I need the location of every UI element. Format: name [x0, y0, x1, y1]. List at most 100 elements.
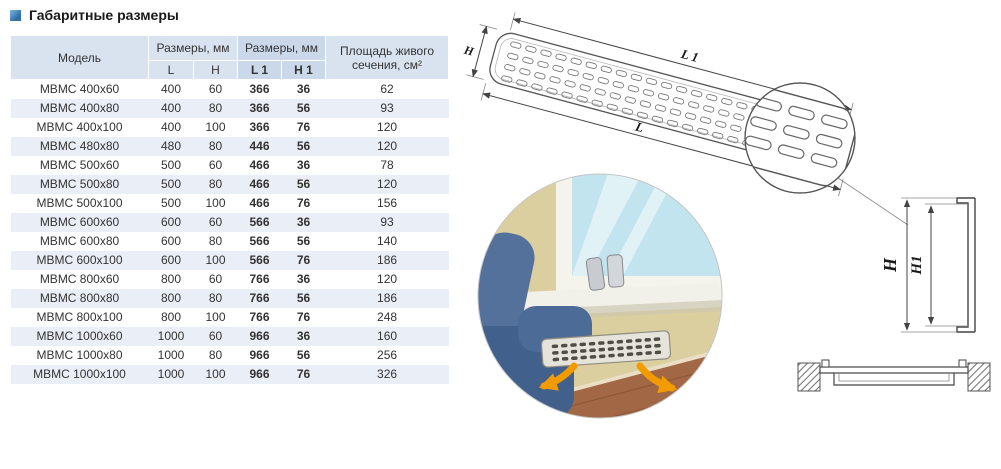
cell-area: 160: [377, 329, 398, 343]
cell-h: 60: [208, 158, 223, 172]
cell-area: 93: [380, 215, 394, 229]
column-header-l: L: [148, 60, 194, 80]
cell-h1: 76: [296, 367, 311, 381]
cell-model: МВМС 400x60: [39, 82, 120, 97]
section-header: Габаритные размеры: [10, 7, 448, 23]
dimensions-section: Габаритные размеры Модель Размеры, мм Ра…: [10, 7, 450, 384]
airflow-arrow-right: [636, 362, 678, 394]
profile-label-h1: H1: [909, 255, 925, 275]
cell-model: МВМС 1000x60: [36, 329, 123, 343]
cell-h: 80: [208, 139, 223, 153]
profile-channel: [956, 197, 975, 333]
technical-drawing: L 1 L H: [462, 12, 991, 419]
cell-h: 100: [205, 120, 226, 134]
grille-detail-magnifier: [744, 82, 909, 226]
column-header-l1: L 1: [237, 60, 283, 80]
cell-h: 60: [208, 215, 223, 229]
drawing-panel: L 1 L H: [460, 0, 1001, 464]
cell-h1: 76: [296, 310, 311, 324]
cell-area: 120: [377, 120, 398, 134]
cell-h: 80: [208, 348, 223, 362]
cell-h1: 76: [296, 253, 311, 267]
cell-model: МВМС 500x60: [39, 158, 120, 172]
cell-l: 800: [160, 272, 182, 286]
table-header: Модель Размеры, мм Размеры, мм Площадь ж…: [10, 35, 450, 80]
cell-l: 600: [160, 215, 182, 229]
column-header-h: H: [192, 60, 239, 80]
section-bullet-icon: [10, 9, 21, 21]
cell-h: 100: [205, 196, 226, 210]
cell-area: 186: [377, 253, 398, 267]
cell-h1: 56: [296, 139, 311, 153]
cell-l: 800: [160, 291, 182, 305]
cell-model: МВМС 1000x100: [33, 367, 126, 381]
section-title: Габаритные размеры: [29, 7, 179, 23]
cell-l1: 966: [249, 367, 270, 381]
cell-area: 120: [377, 139, 398, 153]
wall-hatch-left: [797, 362, 821, 392]
mounting-clip-object: [585, 254, 625, 291]
windowsill: [518, 283, 722, 310]
cell-l1: 566: [249, 215, 270, 229]
cell-h: 60: [208, 272, 223, 286]
cell-l1: 466: [249, 177, 270, 191]
side-profile-drawing: H H1: [880, 197, 976, 333]
cell-l: 400: [160, 120, 182, 134]
cell-model: МВМС 800x100: [36, 310, 123, 324]
cell-h1: 36: [296, 215, 311, 229]
photo-grille-slots: [551, 337, 662, 362]
cell-h1: 36: [296, 158, 311, 172]
cell-h: 80: [208, 101, 223, 115]
cell-area: 256: [377, 348, 398, 362]
cell-h1: 76: [296, 196, 311, 210]
cell-l: 500: [160, 196, 182, 210]
cell-area: 62: [380, 82, 394, 97]
column-header-area: Площадь живого сечения, см²: [325, 35, 450, 80]
cell-area: 120: [377, 177, 398, 191]
cell-h: 60: [208, 329, 223, 343]
section-face-plate: [819, 366, 969, 374]
cell-h: 80: [208, 291, 223, 305]
cell-h1: 36: [296, 329, 311, 343]
magnified-slots: [745, 88, 848, 168]
airflow-arrow-left: [538, 362, 578, 391]
dim-label-l: L: [633, 118, 646, 135]
cell-area: 120: [377, 272, 398, 286]
dimensions-table: Модель Размеры, мм Размеры, мм Площадь ж…: [10, 35, 450, 384]
cell-model: МВМС 800x80: [39, 291, 120, 305]
cell-model: МВМС 800x60: [39, 272, 120, 286]
cell-l1: 566: [249, 253, 270, 267]
cell-model: МВМС 600x80: [39, 234, 120, 248]
cell-l1: 966: [249, 329, 270, 343]
installation-photo: [477, 173, 723, 419]
cell-h1: 56: [296, 291, 311, 305]
cell-area: 156: [377, 196, 398, 210]
cell-h1: 36: [296, 82, 311, 97]
cell-l1: 466: [249, 196, 270, 210]
cell-h: 80: [208, 234, 223, 248]
cell-area: 186: [377, 291, 398, 305]
dim-label-l1: L 1: [679, 46, 700, 65]
column-header-dims-l1h1: Размеры, мм: [237, 35, 327, 61]
cell-l: 600: [160, 234, 182, 248]
grille-perspective-drawing: L 1 L H: [462, 12, 909, 226]
cell-l1: 366: [249, 120, 270, 134]
cell-l1: 366: [249, 101, 270, 115]
wall-hatch-right: [967, 362, 991, 392]
cell-l1: 566: [249, 234, 270, 248]
cell-l1: 446: [249, 139, 270, 153]
cell-area: 326: [377, 367, 398, 381]
cell-l: 400: [160, 82, 182, 97]
cell-l1: 466: [249, 158, 270, 172]
cell-l: 480: [160, 139, 182, 153]
